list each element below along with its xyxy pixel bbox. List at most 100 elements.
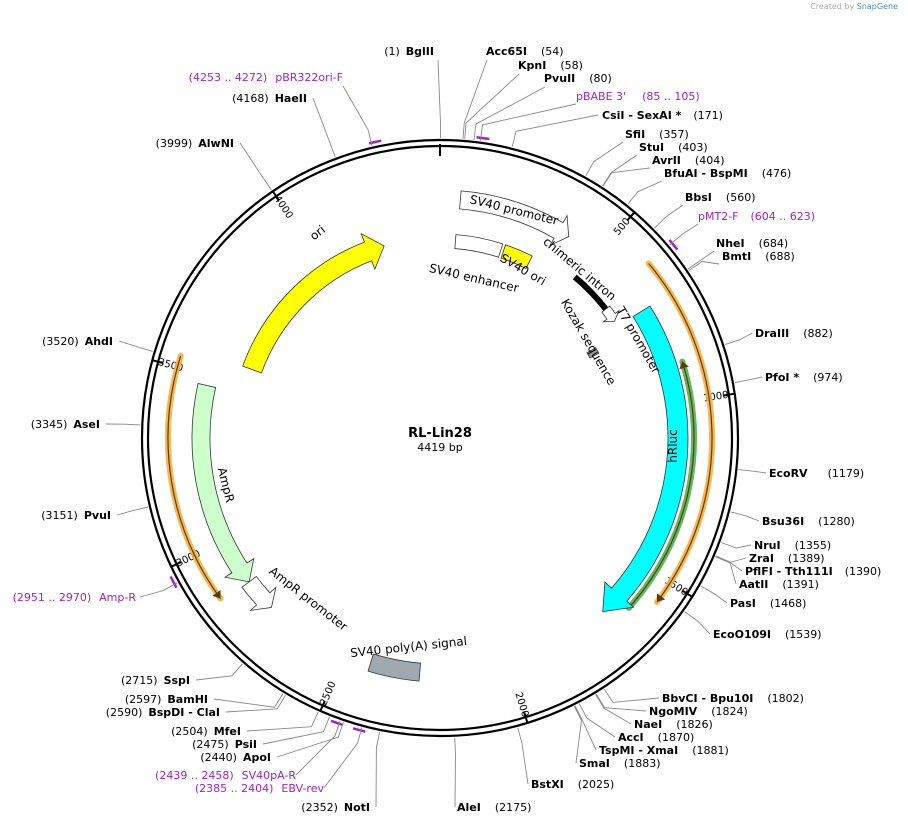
scale-tick [170, 561, 182, 568]
site-leader-line [312, 97, 336, 158]
site-leader-line [700, 585, 728, 604]
site-label: AatII(1391) [739, 578, 819, 591]
ori-arrow [242, 232, 385, 374]
primer-mark [476, 135, 490, 141]
site-label: EcoRV(1179) [769, 467, 864, 480]
site-leader-line [323, 727, 363, 789]
site-leader-line [116, 506, 149, 516]
feature-label-chimeric-intron: chimeric intron [540, 234, 618, 303]
primer-mark [330, 719, 344, 727]
site-leader-line [585, 141, 624, 177]
site-leader-line [688, 261, 720, 271]
feature-label-ori: ori [307, 223, 328, 244]
site-label: NaeI(1826) [634, 718, 713, 731]
primer-mark [352, 727, 366, 733]
site-leader-line [225, 694, 286, 713]
site-label: DraIII(882) [755, 327, 833, 340]
site-leader-line [687, 250, 715, 270]
orf-arc-right-head [656, 593, 666, 603]
orf-arc-left [167, 355, 221, 599]
scale-tick [152, 359, 164, 365]
site-label: SmaI(1883) [579, 757, 660, 770]
site-label: Bsu36I(1280) [762, 515, 855, 528]
site-label: BbsI(560) [685, 191, 756, 204]
site-label: (1)BglII [384, 45, 434, 58]
sv40-enhancer-block [454, 234, 504, 258]
site-leader-line [139, 582, 178, 598]
site-label: NruI(1355) [754, 539, 831, 552]
site-leader-line [738, 469, 767, 474]
primer-label: (2385 .. 2404)EBV-rev [195, 782, 325, 795]
site-label: StuI(403) [639, 141, 708, 154]
site-label: ZraI(1389) [749, 552, 825, 565]
primer-mark [169, 576, 178, 589]
site-leader-line [734, 376, 763, 383]
plasmid-length: 4419 bp [417, 441, 462, 454]
scale-tick [682, 590, 693, 598]
orf-arc-inner-head [679, 361, 689, 370]
site-leader-line [578, 703, 616, 738]
sv40-promoter-arrow [459, 190, 570, 247]
scale-tick-label: 4000 [271, 194, 294, 221]
site-label: BmtI(688) [722, 250, 795, 263]
site-leader-line [517, 727, 529, 785]
primer-marks [169, 135, 679, 733]
site-label: CsiI - SexAI *(171) [602, 109, 723, 122]
ampr-promoter-arrow [241, 575, 277, 611]
site-leader-line [479, 103, 577, 141]
t7-promoter-arrow [601, 305, 620, 323]
site-leader-line [602, 167, 651, 187]
site-leader-line [573, 706, 582, 764]
site-label: Acc65I(54) [486, 45, 564, 58]
site-label: PflFI - Tth111I(1390) [745, 565, 881, 578]
site-label: (3520)AhdI [42, 335, 113, 348]
site-leader-line [724, 332, 753, 345]
site-leader-line [511, 114, 599, 147]
snapgene-credit: Created by SnapGene [810, 2, 898, 11]
site-label: SfiI(357) [625, 128, 689, 141]
site-label: BbvCI - Bpu10I(1802) [662, 692, 804, 705]
site-label: (2440)ApoI [200, 751, 271, 764]
site-leader-line [730, 511, 760, 522]
scale-tick-label: 2000 [512, 691, 530, 719]
site-leader-line [105, 423, 141, 426]
site-leader-line [195, 663, 243, 681]
site-leader-line [627, 180, 663, 205]
site-leader-line [654, 204, 684, 229]
scale-tick [723, 392, 735, 397]
site-label: (2590)BspDI - ClaI [106, 706, 220, 719]
scale-tick-label: 2500 [318, 680, 338, 708]
site-label: BstXI(2025) [531, 778, 614, 791]
site-leader-line [246, 711, 319, 732]
site-label: (2715)SspI [121, 674, 190, 687]
orf-arc-right [648, 263, 713, 603]
scale-tick [271, 190, 280, 202]
site-leader-line [473, 86, 546, 140]
site-label: EcoO109I(1539) [713, 628, 822, 641]
sv40-polya-block [367, 653, 422, 682]
site-leader-lines [105, 59, 767, 808]
primer-labels: (4253 .. 4272)pBR322ori-F pBABE 3'(85 ..… [13, 71, 815, 795]
site-label: NgoMIV(1824) [649, 705, 748, 718]
site-leader-line [295, 720, 341, 776]
orf-arc-left-head [212, 590, 221, 599]
site-label: (2597)BamHI [125, 693, 208, 706]
site-leader-line [684, 611, 711, 635]
site-leader-line [454, 737, 456, 808]
primer-label: pMT2-F(604 .. 623) [698, 210, 815, 223]
site-label: PfoI *(974) [765, 371, 843, 384]
features [191, 190, 689, 682]
scale-tick [523, 712, 529, 724]
site-leader-line [669, 223, 699, 246]
site-leader-line [213, 693, 284, 708]
site-label: AccI(1870) [618, 731, 694, 744]
site-leader-line [574, 705, 597, 751]
ampr-arrow [191, 383, 255, 583]
site-label: (2352)NotI [301, 801, 370, 814]
feature-label-sv40-polya: SV40 poly(A) signal [350, 634, 468, 660]
plasmid-name: RL-Lin28 [408, 426, 472, 441]
site-label: (2475)PsiI [192, 738, 257, 751]
site-label: NheI(684) [716, 237, 788, 250]
scale-tick [626, 211, 636, 222]
